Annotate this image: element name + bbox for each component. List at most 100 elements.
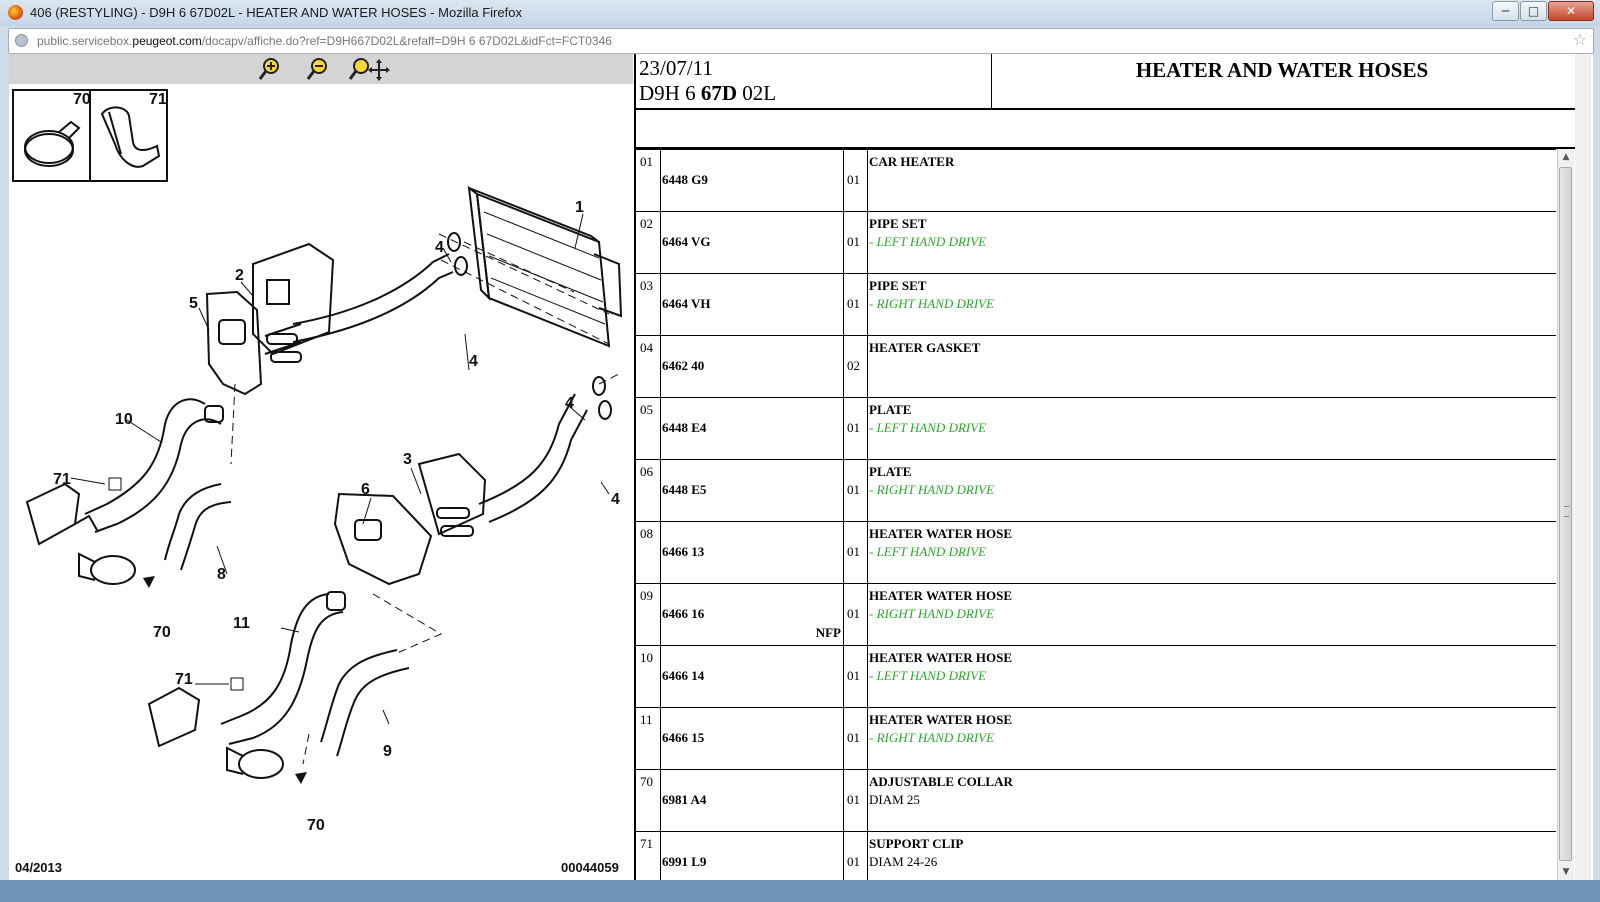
minimize-button[interactable]: ─: [1492, 1, 1519, 21]
description-cell: HEATER WATER HOSE- RIGHT HAND DRIVE: [867, 708, 1556, 770]
row-number-cell: 02: [636, 212, 661, 274]
part-reference[interactable]: 6981 A4: [662, 792, 707, 807]
callout-11: 11: [233, 615, 250, 632]
part-reference[interactable]: 6466 13: [662, 544, 705, 559]
row-number-cell: 70: [636, 770, 661, 832]
part-variant: - RIGHT HAND DRIVE: [869, 730, 995, 745]
quantity: 01: [847, 544, 860, 559]
part-reference[interactable]: 6466 14: [662, 668, 705, 683]
part-description: HEATER WATER HOSE: [869, 650, 1013, 665]
part-variant: DIAM 25: [869, 792, 920, 807]
part-description: PIPE SET: [869, 278, 927, 293]
page-title: HEATER AND WATER HOSES: [1135, 58, 1429, 82]
part-reference[interactable]: 6464 VH: [662, 296, 711, 311]
part-reference[interactable]: 6466 15: [662, 730, 705, 745]
quantity: 01: [847, 420, 860, 435]
quantity-cell: 01: [843, 398, 868, 460]
part-ref-cell: 6462 40: [660, 336, 844, 398]
part-ref-cell: 6466 15: [660, 708, 844, 770]
table-row[interactable]: 04 6462 40 02 HEATER GASKET: [636, 335, 1556, 398]
part-ref-cell: 6448 E4: [660, 398, 844, 460]
description-cell: HEATER GASKET: [867, 336, 1556, 398]
address-bar[interactable]: public.servicebox.peugeot.com/docapv/aff…: [8, 28, 1594, 54]
quantity: 01: [847, 668, 860, 683]
part-variant: DIAM 24-26: [869, 854, 938, 869]
table-row[interactable]: 10 6466 14 01 HEATER WATER HOSE - LEFT HAND …: [636, 645, 1556, 708]
part-description: CAR HEATER: [869, 154, 955, 169]
url-text[interactable]: public.servicebox.peugeot.com/docapv/aff…: [37, 34, 612, 48]
row-number-cell: 04: [636, 336, 661, 398]
quantity-cell: 01: [843, 150, 868, 212]
callout-3: 3: [403, 451, 412, 468]
callout-1: 1: [575, 199, 584, 216]
header-divider: [991, 54, 992, 108]
table-row[interactable]: 05 6448 E4 01 PLATE - LEFT HAND DRIVE: [636, 397, 1556, 460]
part-reference[interactable]: 6462 40: [662, 358, 705, 373]
window-controls: ─ □ ✕: [1491, 1, 1594, 21]
part-reference[interactable]: 6466 16: [662, 606, 705, 621]
header-date: 23/07/11: [639, 56, 713, 80]
part-variant: - LEFT HAND DRIVE: [869, 420, 987, 435]
description-cell: HEATER WATER HOSE- LEFT HAND DRIVE: [867, 522, 1556, 584]
close-button[interactable]: ✕: [1548, 1, 1594, 21]
part-reference[interactable]: 6448 E5: [662, 482, 707, 497]
maximize-button[interactable]: □: [1520, 1, 1547, 21]
part-reference[interactable]: 6464 VG: [662, 234, 711, 249]
callout-71b: 71: [175, 671, 193, 688]
scroll-up-icon[interactable]: ▲: [1562, 152, 1570, 162]
part-ref-cell: 6448 G9: [660, 150, 844, 212]
callout-4d: 4: [611, 491, 620, 508]
part-variant: - LEFT HAND DRIVE: [869, 234, 987, 249]
part-variant: - LEFT HAND DRIVE: [869, 668, 987, 683]
description-cell: HEATER WATER HOSE- RIGHT HAND DRIVE: [867, 584, 1556, 646]
description-cell: PIPE SET- RIGHT HAND DRIVE: [867, 274, 1556, 336]
quantity-cell: 01: [843, 460, 868, 522]
scrollbar-thumb[interactable]: [1559, 167, 1572, 861]
scroll-down-icon[interactable]: ▼: [1562, 867, 1570, 877]
quantity: 01: [847, 606, 860, 621]
part-description: HEATER WATER HOSE: [869, 588, 1013, 603]
parts-scrollbar[interactable]: ▲ ▼: [1557, 149, 1574, 880]
description-cell: PLATE- RIGHT HAND DRIVE: [867, 460, 1556, 522]
title-bar: 406 (RESTYLING) - D9H 6 67D02L - HEATER …: [0, 0, 1600, 26]
zoom-in-icon[interactable]: [257, 56, 283, 82]
quantity-cell: 01: [843, 832, 868, 880]
quantity: 01: [847, 730, 860, 745]
zoom-out-icon[interactable]: [305, 56, 331, 82]
part-description: PIPE SET: [869, 216, 927, 231]
part-description: PLATE: [869, 402, 912, 417]
pan-zoom-icon[interactable]: [347, 56, 391, 82]
quantity: 02: [847, 358, 860, 373]
quantity: 01: [847, 172, 860, 187]
row-number: 02: [640, 216, 653, 231]
row-number-cell: 01: [636, 150, 661, 212]
diagram-date: 04/2013: [15, 860, 62, 875]
page-scrollbar[interactable]: [1575, 54, 1591, 880]
part-reference[interactable]: 6991 L9: [662, 854, 707, 869]
part-reference[interactable]: 6448 G9: [662, 172, 708, 187]
row-number: 05: [640, 402, 653, 417]
row-number: 71: [640, 836, 653, 851]
page-content: 70 71 1 2 3 4 4 4 4 5 6 8 9 10 11 70 70: [9, 54, 1593, 880]
callout-4c: 4: [565, 395, 574, 412]
parts-pane: 23/07/11 D9H 6 67D 02L HEATER AND WATER …: [634, 54, 1593, 880]
quantity-cell: 01: [843, 770, 868, 832]
quantity-cell: 01: [843, 274, 868, 336]
part-description: SUPPORT CLIP: [869, 836, 964, 851]
part-reference[interactable]: 6448 E4: [662, 420, 707, 435]
row-number: 10: [640, 650, 653, 665]
callout-4a: 4: [435, 239, 444, 256]
callout-5: 5: [189, 295, 198, 312]
grip-icon: [1564, 506, 1569, 517]
row-number: 04: [640, 340, 653, 355]
bookmark-star-icon[interactable]: ☆: [1572, 30, 1587, 49]
